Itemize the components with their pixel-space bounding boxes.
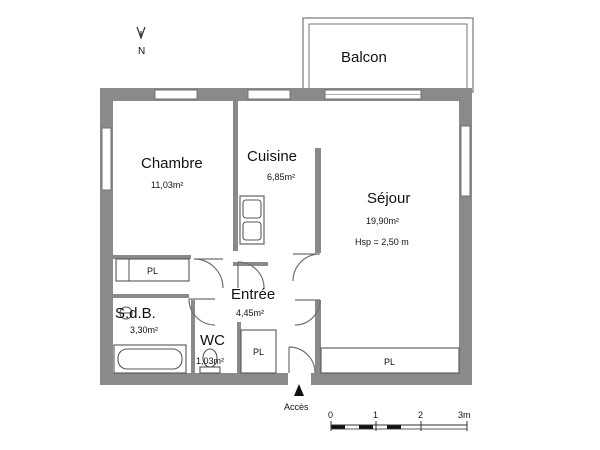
placard-label: PL [384,357,395,367]
placard-chambre: PL [115,258,190,282]
entrance-arrow-icon [294,384,304,396]
room-area-sejour: 19,90m² [366,216,399,226]
scale-tick-label: 3m [458,410,471,420]
room-name-cuisine: Cuisine [247,148,297,165]
entrance-label: Accès [284,402,309,412]
room-name-sejour: Séjour [367,190,410,207]
room-area-entree: 4,45m² [236,308,264,318]
room-area-sdb: 3,30m² [130,325,158,335]
balcony-outline [302,17,474,93]
scale-tick-label: 1 [373,410,378,420]
door-swings [188,253,321,374]
room-name-wc: WC [200,332,225,349]
room-height-sejour: Hsp = 2,50 m [355,237,409,247]
compass-label: N [138,46,145,57]
bathtub [113,344,187,374]
scale-bar [330,421,468,431]
room-name-sdb: S.d.B. [115,305,156,322]
toilet [199,348,221,374]
room-area-wc: 1,03m² [196,356,224,366]
windows [101,89,471,197]
placard-label: PL [253,347,264,357]
scale-tick-label: 0 [328,410,333,420]
room-area-cuisine: 6,85m² [267,172,295,182]
scale-tick-label: 2 [418,410,423,420]
north-arrow-icon [136,26,146,40]
room-name-chambre: Chambre [141,155,203,172]
exterior-walls [100,88,472,385]
kitchen-sink [239,195,265,245]
room-area-chambre: 11,03m² [151,180,183,190]
room-name-entree: Entrée [231,286,275,303]
shower-fixture [119,306,133,320]
interior-walls [113,101,321,375]
placard-entree: PL [240,329,277,374]
placard-sejour: PL [320,347,460,374]
placard-label: PL [147,266,158,276]
room-name-balcon: Balcon [341,49,387,66]
